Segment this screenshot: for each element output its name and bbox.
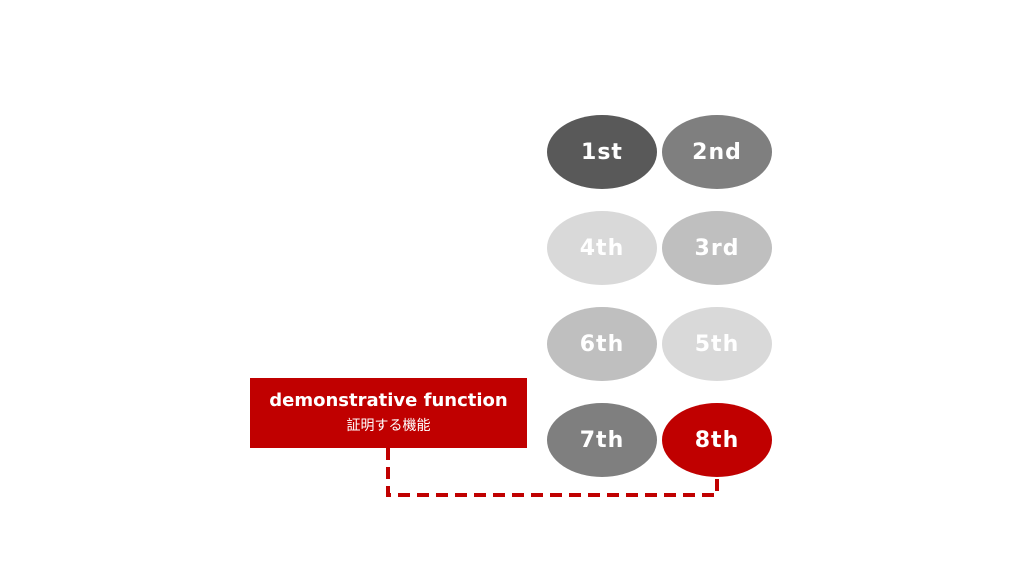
step-label: 5th — [694, 331, 740, 357]
step-oval-1st: 1st — [547, 115, 657, 189]
step-label: 7th — [579, 427, 625, 453]
callout-title: demonstrative function — [269, 390, 508, 411]
callout-subtitle: 証明する機能 — [346, 418, 431, 434]
step-oval-4th: 4th — [547, 211, 657, 285]
step-oval-3rd: 3rd — [662, 211, 772, 285]
step-oval-8th: 8th — [662, 403, 772, 477]
step-oval-7th: 7th — [547, 403, 657, 477]
step-label: 8th — [694, 427, 740, 453]
step-label: 4th — [579, 235, 625, 261]
step-oval-5th: 5th — [662, 307, 772, 381]
step-label: 1st — [581, 139, 623, 165]
step-oval-6th: 6th — [547, 307, 657, 381]
step-label: 3rd — [694, 235, 740, 261]
step-label: 2nd — [692, 139, 742, 165]
callout-box: demonstrative function 証明する機能 — [250, 378, 527, 448]
step-label: 6th — [579, 331, 625, 357]
step-oval-2nd: 2nd — [662, 115, 772, 189]
